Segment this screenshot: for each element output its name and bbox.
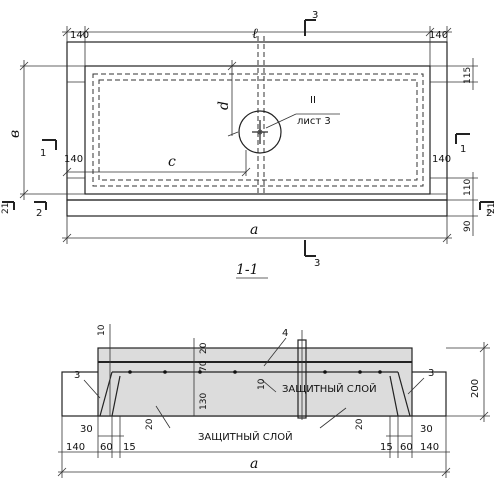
dim-10-top: 10: [97, 324, 107, 336]
dim-15-right: 15: [380, 442, 393, 453]
dim-20-left: 20: [145, 418, 155, 430]
plan-bottom-strip: [66, 199, 448, 217]
dim-115: 115: [463, 67, 473, 84]
plan-dashed-outline: [92, 73, 424, 187]
dim-70: 70: [199, 360, 209, 372]
section-1-right-mark: 1: [460, 144, 466, 155]
dim-l-label: ℓ: [252, 26, 258, 42]
dim-140-left: 140: [66, 442, 85, 453]
dim-200: 200: [470, 379, 481, 398]
dim-b-label: в: [7, 130, 23, 138]
dim-140-top-right: 140: [429, 30, 448, 41]
dim-a-bottom: a: [250, 456, 258, 472]
dim-60-left: 60: [100, 442, 113, 453]
hole-circle: [238, 110, 282, 154]
dim-30-right: 30: [420, 424, 433, 435]
dim-140-mid-right: 140: [432, 154, 451, 165]
cover-layer-label-bottom: ЗАЩИТНЫЙ СЛОЙ: [198, 430, 293, 443]
sheet-reference: лист 3: [297, 116, 331, 127]
dim-140-mid-left: 140: [64, 154, 83, 165]
dim-140-top-left: 140: [70, 30, 89, 41]
section-body: [97, 347, 413, 417]
dim-10-mid: 10: [257, 378, 267, 390]
dim-21-left: 21: [1, 203, 11, 214]
dim-20-right: 20: [355, 418, 365, 430]
cover-layer-label-top: ЗАЩИТНЫЙ СЛОЙ: [282, 382, 377, 395]
mark-3-right: 3: [428, 368, 434, 379]
section-2-right-mark: 2: [486, 208, 492, 219]
rebar-dots: [128, 370, 382, 374]
dim-c-label: c: [168, 154, 176, 170]
plan-view: 140 ℓ 140 115 d II лист 3 в 140 c 140 11…: [1, 10, 497, 269]
dim-140-right: 140: [420, 442, 439, 453]
section-1-left-mark: 1: [40, 148, 46, 159]
dim-110: 110: [463, 179, 473, 196]
dim-d-label: d: [216, 101, 232, 110]
dim-a-label: a: [250, 222, 258, 238]
dim-90: 90: [463, 220, 473, 232]
dim-15-left: 15: [123, 442, 136, 453]
section-2-left-mark: 2: [36, 208, 42, 219]
dim-130: 130: [199, 393, 209, 410]
dim-20-top: 20: [199, 342, 209, 354]
detail-II-label: II: [310, 95, 316, 106]
dim-60-right: 60: [400, 442, 413, 453]
mark-3-left: 3: [74, 370, 80, 381]
section-view: 10 20 70 10 130 4 3 3 200 ЗАЩИТНЫЙ СЛОЙ …: [57, 324, 490, 478]
section-3-top-mark: 3: [312, 10, 318, 21]
plan-inner-frame: [84, 65, 431, 195]
mark-4: 4: [282, 328, 288, 339]
dim-21-right: 21: [487, 203, 497, 214]
dim-30-left: 30: [80, 424, 93, 435]
section-title: 1-1: [236, 262, 259, 278]
section-3-bottom-mark: 3: [314, 258, 320, 269]
